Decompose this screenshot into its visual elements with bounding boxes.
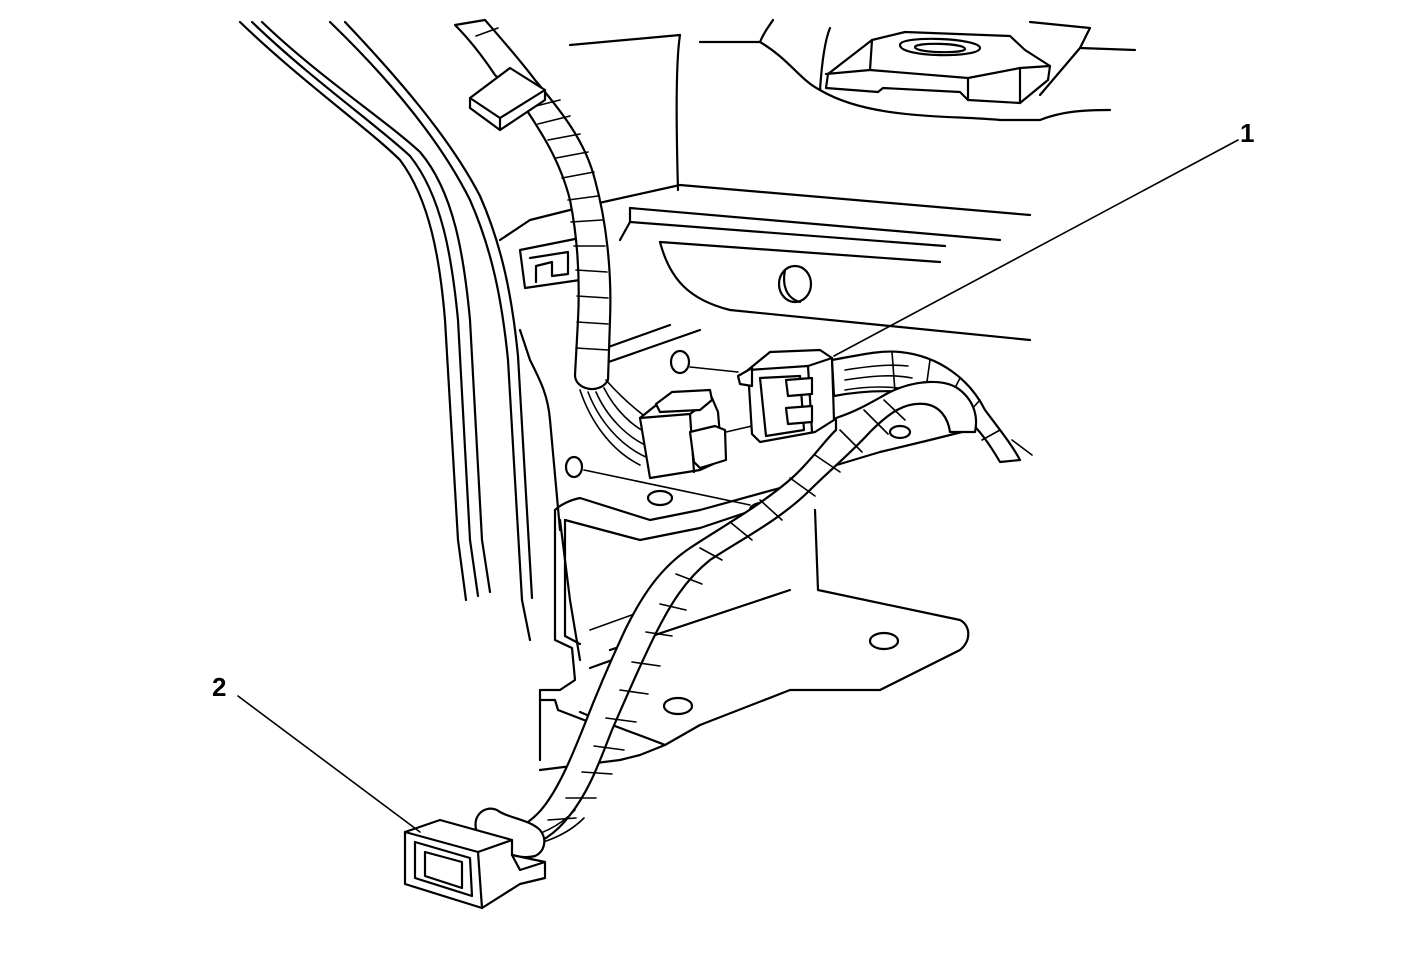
mid-connector [638, 388, 753, 480]
leader-line-1 [833, 139, 1239, 357]
body-pillar [238, 20, 534, 642]
connector-callout-1 [736, 348, 1033, 464]
inner-panel [518, 323, 751, 662]
callout-label-1: 1 [1240, 118, 1254, 148]
leader-lines [237, 139, 1239, 833]
leader-line-2 [237, 695, 421, 833]
callout-label-2: 2 [212, 672, 226, 702]
upper-harness [453, 18, 655, 466]
lower-harness [506, 380, 978, 850]
upper-body-structure [568, 18, 1137, 192]
connector-callout-2 [403, 807, 547, 910]
